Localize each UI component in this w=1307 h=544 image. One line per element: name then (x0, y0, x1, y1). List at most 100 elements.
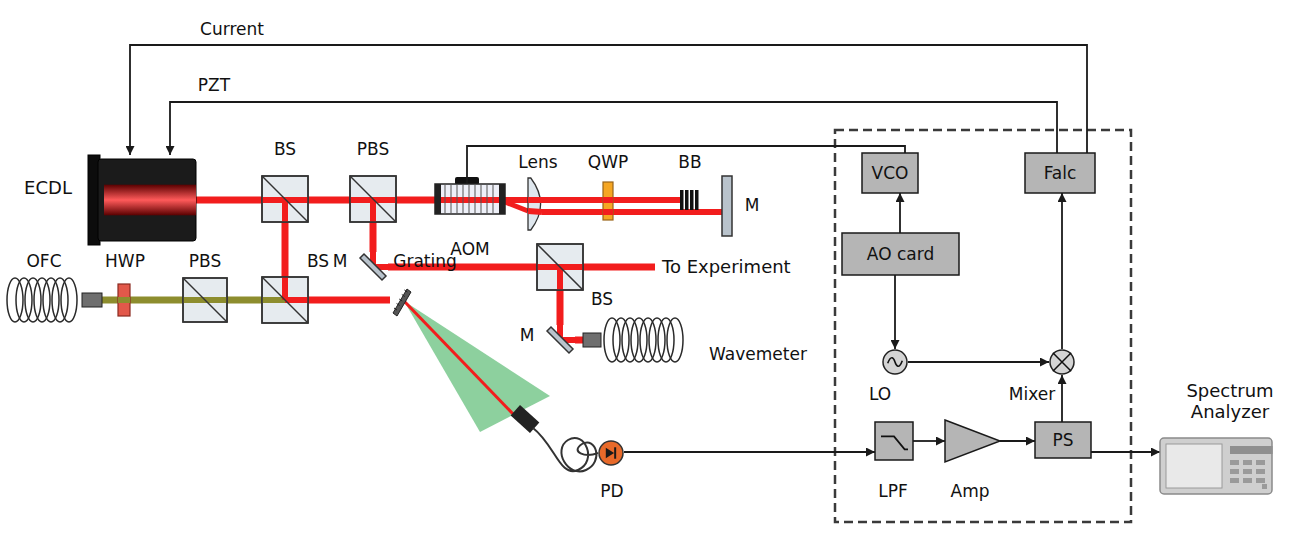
beam-or-wire (130, 297, 183, 304)
servo-box: Falc (1025, 153, 1095, 193)
fiber-loop (61, 278, 77, 322)
spectrum-analyzer: Spectrum Analyzer (1160, 438, 1272, 494)
beam-or-wire (542, 197, 603, 203)
laser-beam (583, 264, 655, 271)
beam-or-wire (396, 197, 435, 204)
laser-beam (603, 209, 613, 215)
box-text: PS (1052, 431, 1073, 450)
beam-or-wire (196, 197, 262, 204)
shape-part (1243, 469, 1252, 474)
fiber-loop (25, 278, 41, 322)
shape-part (350, 176, 396, 222)
fiber-loop (34, 278, 50, 322)
component-label: BS (591, 290, 613, 310)
laser-beam (370, 200, 376, 222)
node-outline (603, 182, 613, 220)
fiber-loop (16, 278, 32, 322)
fiber-loop (667, 318, 683, 362)
laser-beam (282, 200, 288, 222)
beam-or-wire (613, 197, 680, 203)
node-outline (945, 420, 1000, 462)
mirror: M (722, 176, 732, 236)
beam-or-wire (282, 222, 289, 277)
beam-or-wire (505, 197, 528, 203)
shape-part (1262, 484, 1267, 489)
component-label: ECDL (24, 178, 72, 199)
shape-part (875, 422, 913, 460)
shape-part (1256, 469, 1265, 474)
local-oscillator: LO (882, 349, 908, 375)
shape-part (118, 284, 130, 316)
fiber-loop (604, 318, 620, 362)
laser-beam (542, 209, 603, 215)
component-label: Wavemeter (709, 345, 807, 365)
signal-wire (913, 440, 945, 442)
shape-part (1050, 350, 1074, 374)
shape-part (722, 176, 732, 236)
shape-part (1166, 444, 1222, 488)
shape-part (537, 244, 583, 290)
shape-part (435, 184, 441, 214)
mirror: M (358, 252, 388, 282)
beam-or-wire (575, 337, 583, 344)
component-label: Spectrum Analyzer (1170, 381, 1290, 422)
photodiode: PD (598, 440, 624, 466)
node-outline (528, 178, 542, 230)
box-text: VCO (872, 164, 909, 183)
node-outline (598, 440, 624, 466)
shape-part (862, 153, 918, 193)
shape-part (82, 293, 102, 307)
shape-part (1243, 460, 1252, 465)
shape-part (262, 176, 308, 222)
node-outline (262, 277, 308, 323)
mixer: Mixer (1049, 349, 1075, 375)
beam-or-wire (308, 297, 390, 304)
shape-part (1035, 422, 1091, 458)
node-outline (1160, 438, 1272, 494)
signal-wire (1061, 375, 1063, 422)
shape-part (183, 278, 227, 322)
diffracted-fan (404, 301, 550, 432)
frequency-comb-fiber: OFC (6, 275, 102, 325)
shape-part (599, 441, 623, 465)
beam-or-wire (467, 146, 905, 184)
beam-splitter: BS (537, 244, 583, 290)
ao-card-box: AO card (842, 233, 959, 275)
shape-part (583, 333, 601, 347)
shape-part (394, 308, 397, 310)
signal-wire (1091, 451, 1160, 453)
laser-beam (603, 197, 613, 203)
signal-wire (130, 45, 1087, 155)
shape-part (350, 176, 396, 222)
power-splitter-box: PS (1035, 422, 1091, 458)
shape-part (1256, 478, 1265, 483)
shape-part (360, 254, 386, 280)
component-label: Grating (393, 252, 457, 272)
shape-part (1230, 460, 1239, 465)
component-label: BB (678, 153, 701, 173)
shape-part (1230, 469, 1239, 474)
shape-part (528, 178, 541, 230)
shape-part (183, 278, 227, 322)
beam-block: BB (680, 190, 700, 210)
signal-wire (1061, 193, 1063, 349)
shape-part (393, 289, 411, 316)
box-text: Falc (1044, 164, 1077, 183)
polarizing-beam-splitter: PBS (350, 176, 396, 222)
laser-beam (528, 211, 542, 212)
node-outline (183, 278, 227, 322)
node-outline (583, 315, 683, 365)
component-label: M (520, 326, 535, 346)
shape-part (481, 185, 482, 213)
shape-part (262, 176, 308, 222)
shape-part (614, 447, 616, 458)
shape-part (463, 185, 464, 213)
diffracted-beam (505, 202, 528, 211)
shape-part (537, 244, 583, 290)
component-label: Lens (518, 153, 557, 173)
component-label: Mixer (1009, 385, 1055, 405)
shape-part (457, 185, 458, 213)
shape-part (1230, 478, 1239, 483)
laser-diode: ECDL (88, 155, 196, 245)
node-outline (118, 284, 130, 316)
